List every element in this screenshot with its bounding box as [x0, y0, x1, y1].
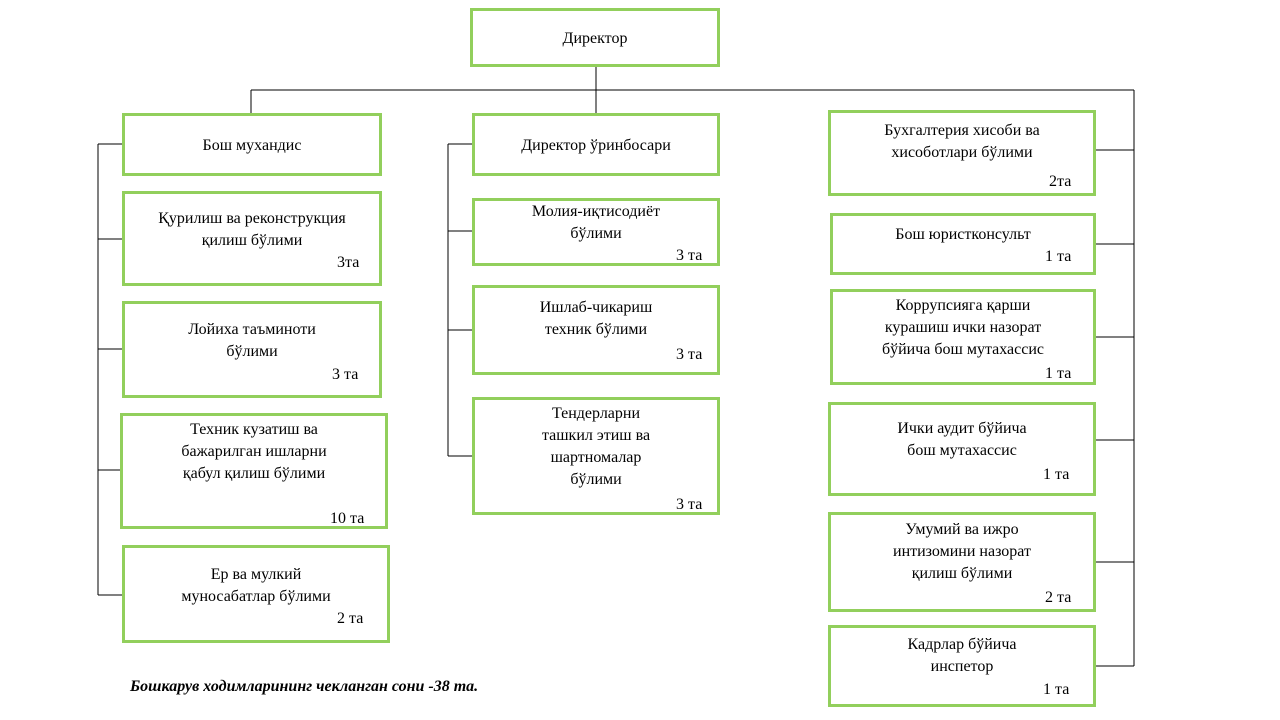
unit-box: Кадрлар бўйича инспетор 1 та	[828, 625, 1096, 707]
unit-box: Қурилиш ва реконструкция қилиш бўлими 3т…	[122, 191, 382, 286]
unit-box: Умумий ва ижро интизомини назорат қилиш …	[828, 512, 1096, 612]
unit-name: Тендерларни ташкил этиш ва шартномалар б…	[541, 405, 651, 488]
unit-name: Кадрлар бўйича инспетор	[907, 636, 1017, 675]
unit-name: Коррупсияга қарши курашиш ички назорат б…	[881, 297, 1045, 358]
unit-count: 3 та	[332, 366, 359, 383]
unit-name: Молия-иқтисодиёт бўлими	[531, 203, 661, 242]
unit-name: Ишлаб-чикариш техник бўлими	[539, 299, 653, 338]
unit-name: Лойиха таъминоти бўлими	[188, 321, 316, 360]
unit-count: 3 та	[676, 247, 703, 264]
unit-box: Ишлаб-чикариш техник бўлими 3 та	[472, 285, 720, 375]
unit-name: Умумий ва ижро интизомини назорат қилиш …	[893, 521, 1031, 582]
director-title: Директор	[562, 30, 628, 47]
unit-box: Молия-иқтисодиёт бўлими 3 та	[472, 198, 720, 266]
unit-box: Ички аудит бўйича бош мутахассис 1 та	[828, 402, 1096, 496]
unit-count: 3та	[337, 254, 360, 271]
unit-count: 1 та	[1045, 248, 1072, 265]
unit-count: 2 та	[1045, 589, 1072, 606]
unit-box: Бош юристконсульт 1 та	[830, 213, 1096, 275]
unit-box: Техник кузатиш ва бажарилган ишларни қаб…	[120, 413, 388, 529]
deputy-director-box: Директор ўринбосари	[472, 113, 720, 176]
unit-box: Коррупсияга қарши курашиш ички назорат б…	[830, 289, 1096, 385]
unit-box: Ер ва мулкий муносабатлар бўлими 2 та	[122, 545, 390, 643]
unit-box: Лойиха таъминоти бўлими 3 та	[122, 301, 382, 398]
unit-name: Бош юристконсульт	[895, 226, 1031, 243]
unit-count: 3 та	[676, 496, 703, 513]
chief-engineer-title: Бош мухандис	[202, 137, 302, 154]
unit-box: Бухгалтерия хисоби ва хисоботлари бўлими…	[828, 110, 1096, 196]
unit-name: Қурилиш ва реконструкция қилиш бўлими	[158, 210, 346, 249]
director-box: Директор	[470, 8, 720, 67]
unit-count: 10 та	[330, 510, 365, 527]
unit-name: Техник кузатиш ва бажарилган ишларни қаб…	[181, 421, 327, 482]
unit-name: Бухгалтерия хисоби ва хисоботлари бўлими	[884, 122, 1040, 161]
deputy-director-title: Директор ўринбосари	[521, 137, 671, 154]
unit-count: 2 та	[337, 610, 364, 627]
chief-engineer-box: Бош мухандис	[122, 113, 382, 176]
unit-count: 2та	[1049, 173, 1072, 190]
footer-note: Бошкарув ходимларининг чекланган сони -3…	[130, 678, 479, 695]
unit-name: Ер ва мулкий муносабатлар бўлими	[181, 566, 331, 605]
unit-count: 1 та	[1045, 365, 1072, 382]
unit-name: Ички аудит бўйича бош мутахассис	[897, 420, 1027, 459]
unit-count: 1 та	[1043, 681, 1070, 698]
unit-count: 3 та	[676, 346, 703, 363]
unit-box: Тендерларни ташкил этиш ва шартномалар б…	[472, 397, 720, 515]
unit-count: 1 та	[1043, 466, 1070, 483]
